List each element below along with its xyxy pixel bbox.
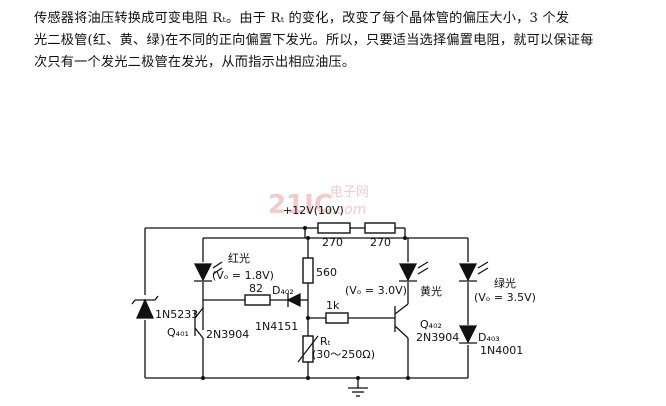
red-led-vf: (Vₒ = 1.8V) [212, 269, 274, 282]
resistor-270-a [317, 222, 351, 234]
diode-d403-part: 1N4001 [480, 344, 523, 357]
watermark-cn: 电子网 [330, 185, 369, 200]
watermark-domain: .com [332, 202, 366, 218]
resistor-1k-label: 1k [326, 299, 340, 312]
resistor-82-label: 82 [249, 282, 263, 295]
yellow-led-symbol [398, 261, 429, 282]
q402-part: 2N3904 [416, 331, 459, 344]
description-paragraph: 传感器将油压转换成可变电阻 Rₜ。由于 Rₜ 的变化，改变了每个晶体管的偏压大小… [34, 8, 660, 74]
resistor-82 [244, 294, 271, 306]
diode-d403-label: D₄₀₃ [478, 331, 500, 344]
resistor-270-a-label: 270 [322, 236, 343, 249]
resistor-560 [302, 257, 314, 284]
green-led-label: 绿光 [494, 276, 516, 290]
watermark-logo: 21IC 电子网 .com [268, 185, 369, 220]
yellow-led-label: 黄光 [420, 284, 442, 298]
sensor-resistor-rt [297, 335, 319, 363]
resistor-270-b-label: 270 [370, 236, 391, 249]
green-led-vf: (Vₒ = 3.5V) [474, 291, 536, 304]
resistor-270-b [364, 222, 396, 234]
paragraph-line-1: 传感器将油压转换成可变电阻 Rₜ。由于 Rₜ 的变化，改变了每个晶体管的偏压大小… [34, 11, 570, 26]
diode-d403-symbol [458, 325, 478, 344]
red-led-label: 红光 [228, 251, 250, 265]
q401-label: Q₄₀₁ [167, 326, 189, 339]
zener-part-label: 1N5233 [155, 308, 198, 321]
resistor-1k [325, 312, 349, 324]
rt-label: Rₜ [320, 335, 331, 348]
rt-range: (30～250Ω) [312, 348, 375, 361]
diode-d402-part: 1N4151 [255, 320, 298, 333]
q402-label: Q₄₀₂ [420, 318, 442, 331]
red-led-symbol [193, 261, 223, 282]
diode-d402-label: D₄₀₂ [272, 284, 294, 297]
supply-label: +12V(10V) [283, 204, 344, 217]
watermark-brand: 21IC [268, 190, 333, 220]
zener-diode-symbol [131, 295, 159, 319]
diode-d402-symbol [286, 292, 301, 308]
resistor-560-label: 560 [316, 266, 337, 279]
paragraph-line-2: 光二极管(红、黄、绿)在不同的正向偏置下发光。所以，只要适当选择偏置电阻，就可以… [34, 33, 594, 48]
paragraph-line-3: 次只有一个发光二极管在发光，从而指示出相应油压。 [34, 55, 356, 70]
q401-part: 2N3904 [206, 328, 249, 341]
junction-dots [201, 226, 410, 380]
yellow-led-vf: (Vₒ = 3.0V) [345, 284, 407, 297]
green-led-symbol [458, 261, 489, 282]
